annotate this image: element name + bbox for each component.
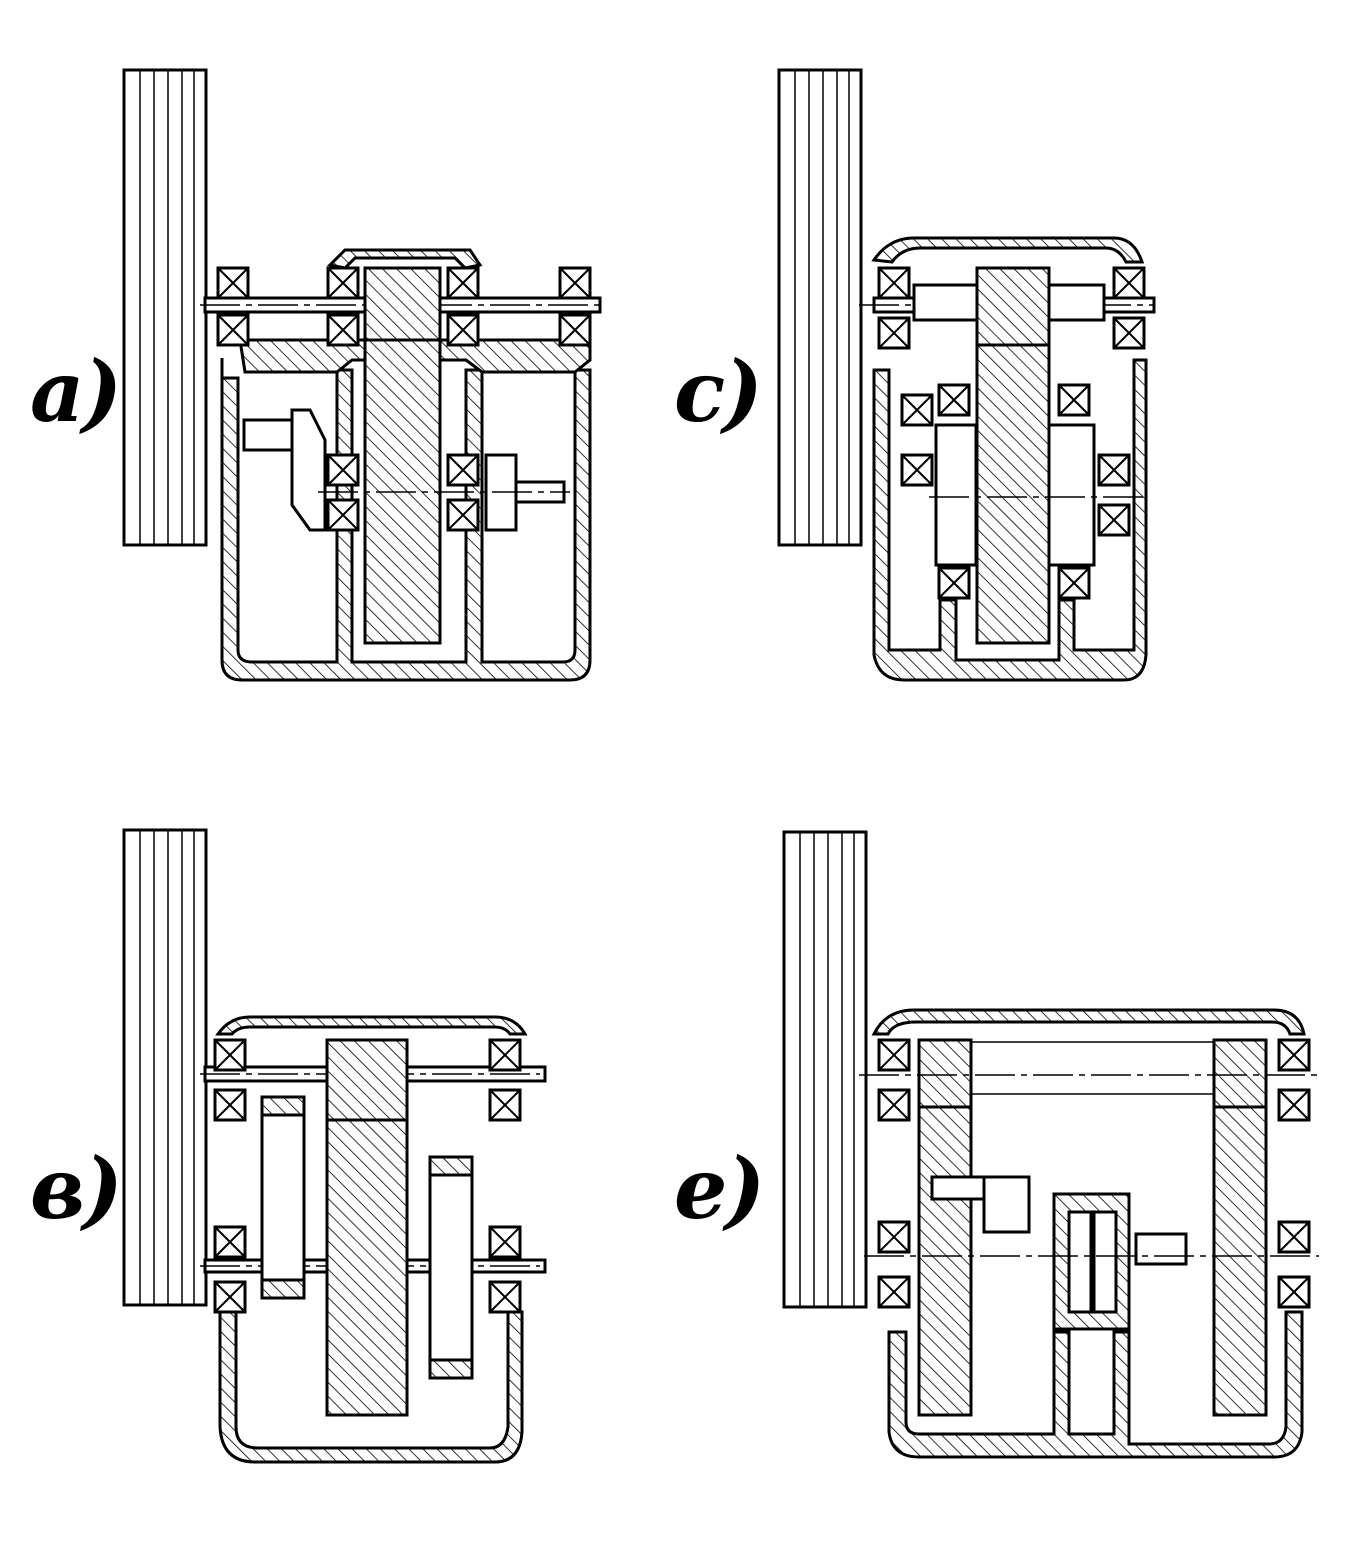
large-gear-right <box>1212 1038 1268 1417</box>
gearbox-diagram-e <box>782 830 1319 1459</box>
housing <box>871 236 1145 264</box>
wheel <box>777 68 863 547</box>
large-gear <box>363 266 442 645</box>
large-gear <box>917 1038 973 1417</box>
wheel <box>782 830 868 1309</box>
wheel <box>122 828 208 1307</box>
large-gear <box>325 1038 409 1417</box>
panel-a: a) <box>0 0 674 772</box>
panel-c: c) <box>674 0 1348 772</box>
gearbox-diagram-a <box>122 68 605 682</box>
gearbox-diagram-c <box>777 68 1156 682</box>
panel-e: e) <box>674 772 1348 1545</box>
panel-label-b: в) <box>30 1139 123 1238</box>
gearbox-diagram-b <box>122 828 547 1464</box>
panel-label-c: c) <box>674 342 763 441</box>
housing <box>220 358 592 682</box>
wheel <box>122 68 208 547</box>
large-gear <box>975 266 1051 645</box>
panel-b: в) <box>0 772 674 1545</box>
panel-label-a: a) <box>30 342 122 441</box>
panel-label-e: e) <box>674 1139 765 1238</box>
housing <box>871 1008 1306 1036</box>
housing <box>215 1015 528 1036</box>
